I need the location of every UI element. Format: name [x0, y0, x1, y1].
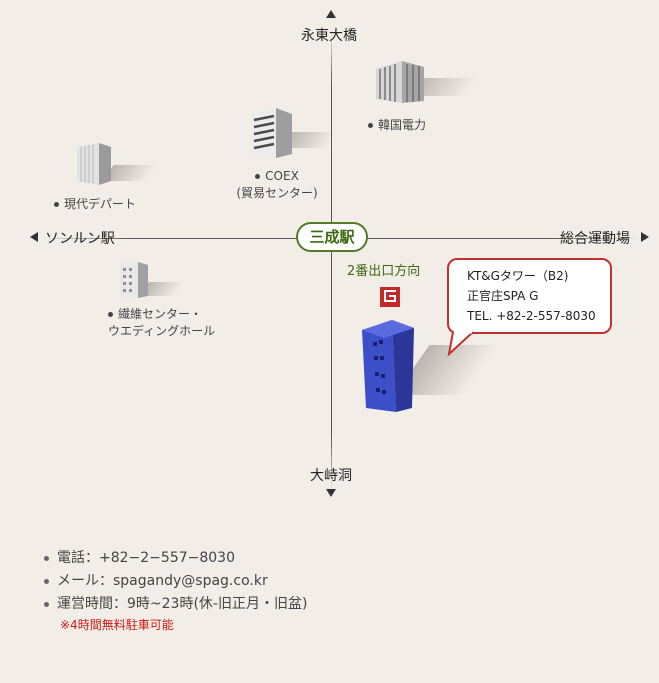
east-arrow-icon [641, 232, 649, 242]
hours-text: 運営時間：9時~23時(休-旧正月・旧盆) [57, 596, 308, 612]
phone-row: 電話：+82−2−557−8030 [44, 548, 307, 571]
destination-phone: TEL. +82-2-557-8030 [467, 309, 596, 323]
hours-row: 運営時間：9時~23時(休-旧正月・旧盆) [44, 594, 307, 617]
west-arrow-icon [30, 232, 38, 242]
parking-note: ※4時間無料駐車可能 [60, 618, 174, 632]
destination-callout: KT&Gタワー（B2) 正官庄SPA G TEL. +82-2-557-8030 [447, 258, 612, 334]
bullet-icon [44, 601, 49, 607]
textile-sub-label: ウエディングホール [108, 324, 216, 338]
textile-label: 繊維センター・ [118, 307, 203, 321]
area-map: 永東大橋 大峙洞 ソンルン駅 総合運動場 三成駅 2番出口方向 韓国電力 COE… [30, 10, 649, 497]
textile-landmark: 繊維センター・ ウエディングホール [108, 306, 215, 340]
vertical-road [331, 30, 332, 490]
phone-text: 電話：+82−2−557−8030 [57, 550, 235, 566]
exit-direction-label: 2番出口方向 [347, 264, 421, 279]
north-arrow-icon [326, 10, 336, 18]
south-arrow-icon [326, 489, 336, 497]
contact-info: 電話：+82−2−557−8030 メール：spagandy@spag.co.k… [44, 548, 307, 633]
hyundai-building-icon [77, 143, 111, 185]
south-direction-label: 大峙洞 [310, 468, 352, 484]
bullet-icon [44, 578, 49, 584]
bullet-icon [54, 202, 59, 207]
bullet-icon [44, 555, 49, 561]
coex-building-icon [252, 108, 292, 158]
destination-building-name: KT&Gタワー（B2) [467, 269, 569, 283]
coex-sub-label: (貿易センター) [236, 186, 318, 200]
bullet-icon [368, 123, 373, 128]
callout-pointer [447, 330, 474, 357]
bullet-icon [255, 174, 261, 179]
station-badge: 三成駅 [296, 222, 368, 252]
mail-text[interactable]: メール：spagandy@spag.co.kr [57, 573, 268, 589]
spa-logo-icon [380, 287, 400, 307]
coex-label: COEX [265, 169, 299, 183]
hyundai-landmark: 現代デパート [54, 196, 136, 213]
ktg-tower-icon [362, 320, 414, 412]
textile-building-icon [120, 262, 148, 298]
bullet-icon [108, 312, 113, 317]
destination-spa-name: 正官庄SPA G [467, 289, 539, 303]
kepco-building-icon [376, 61, 424, 103]
mail-row: メール：spagandy@spag.co.kr [44, 571, 307, 594]
kepco-landmark: 韓国電力 [368, 117, 426, 134]
west-direction-label: ソンルン駅 [45, 231, 115, 247]
east-direction-label: 総合運動場 [560, 231, 630, 247]
hyundai-label: 現代デパート [64, 197, 137, 211]
kepco-label: 韓国電力 [378, 118, 427, 132]
north-direction-label: 永東大橋 [301, 28, 357, 44]
coex-landmark: COEX (貿易センター) [234, 168, 320, 202]
